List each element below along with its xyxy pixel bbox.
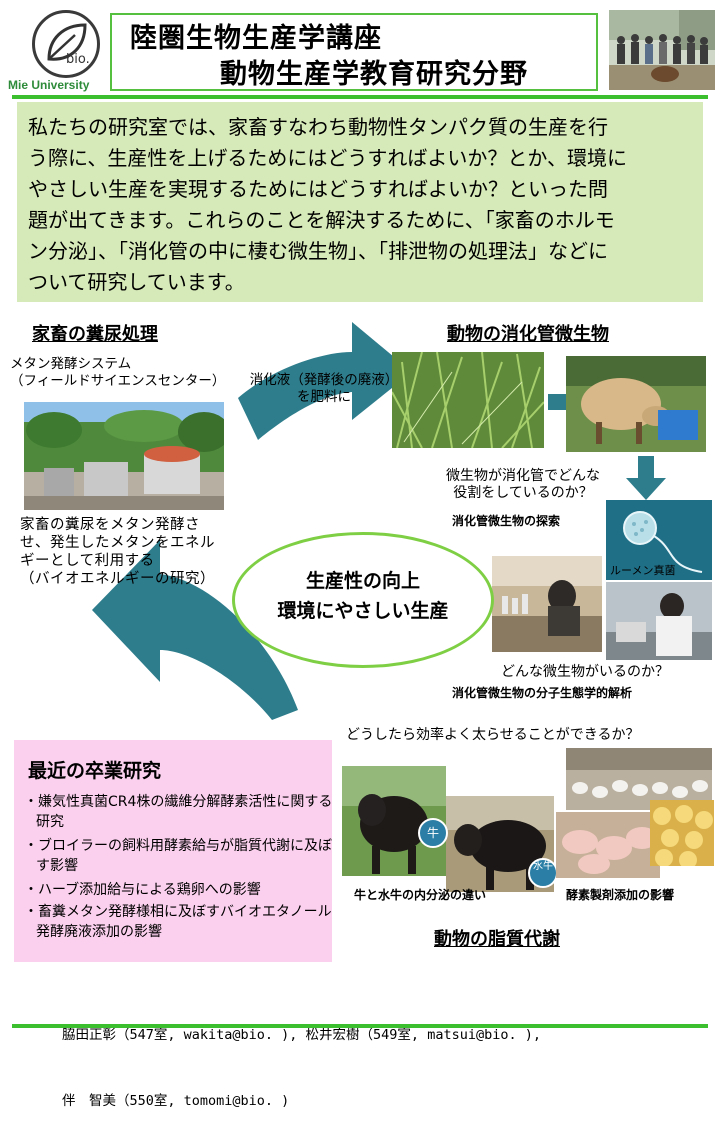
lab-photo-1 bbox=[492, 556, 602, 652]
intro-line: やさしい生産を実現するためにはどうすればよいか？といった問 bbox=[28, 177, 608, 201]
digestate-label: 消化液（発酵後の廃液） を肥料に bbox=[249, 372, 399, 405]
intro-line: ついて研究しています。 bbox=[28, 270, 245, 294]
heading-lipid-metabolism: 動物の脂質代謝 bbox=[434, 929, 560, 950]
logo-text: bio. bbox=[66, 52, 90, 67]
leaf-icon bbox=[47, 23, 87, 61]
authors: 脇田正彰（547室, wakita@bio. ), 松井宏樹（549室, mat… bbox=[62, 980, 541, 1134]
intro-line: 私たちの研究室では、家畜すなわち動物性タンパク質の生産を行 bbox=[28, 115, 608, 139]
page-title-line2: 動物生産学教育研究分野 bbox=[220, 59, 528, 90]
recent-research-title: 最近の卒業研究 bbox=[28, 760, 162, 782]
lab-photo-2 bbox=[606, 582, 712, 660]
heading-manure: 家畜の糞尿処理 bbox=[32, 324, 158, 345]
group-photo bbox=[609, 10, 715, 90]
page-title-line1: 陸圏生物生産学講座 bbox=[130, 23, 382, 54]
heading-gut-microbes: 動物の消化管微生物 bbox=[447, 324, 609, 345]
rumen-fungus-label: ルーメン真菌 bbox=[610, 564, 676, 577]
intro-line: う際に、生産性を上げるためにはどうすればよいか？とか、環境に bbox=[28, 146, 627, 170]
fattening-question: どうしたら効率よく太らせることができるか？ bbox=[346, 727, 640, 743]
recent-research-box bbox=[14, 740, 332, 962]
pigs-photo bbox=[556, 812, 660, 878]
center-productivity: 生産性の向上 bbox=[305, 570, 420, 592]
buffalo-tag: 水牛 bbox=[528, 858, 558, 888]
manure-description: 家畜の糞尿をメタン発酵さ せ、発生したメタンをエネル ギーとして利用する （バイ… bbox=[20, 517, 215, 587]
microbe-search-title: 消化管微生物の探索 bbox=[452, 514, 561, 528]
recent-research-item: ・嫌気性真菌CR4株の繊維分解酵素活性に関する研究 bbox=[24, 794, 333, 830]
title-box bbox=[110, 13, 598, 91]
center-eco-production: 環境にやさしい生産 bbox=[277, 600, 449, 622]
arrow-to-manure bbox=[92, 540, 298, 720]
grass-photo bbox=[392, 352, 544, 448]
arrow-to-gut bbox=[238, 322, 412, 440]
cow-tag: 牛 bbox=[418, 818, 448, 848]
which-microbes-question: どんな微生物がいるのか？ bbox=[501, 664, 669, 680]
recent-research-item: ・ハーブ添加給与による鶏卵への影響 bbox=[24, 882, 261, 898]
university-name: Mie University bbox=[8, 78, 90, 92]
center-ellipse bbox=[232, 532, 494, 668]
recent-research-item: ・畜糞メタン発酵様相に及ぼすバイオエタノール発酵廃液添加の影響 bbox=[24, 904, 332, 940]
cow-buffalo-caption: 牛と水牛の内分泌の違い bbox=[354, 888, 487, 902]
intro-box bbox=[17, 102, 703, 302]
authors-line: 伴 智美（550室, tomomi@bio. ) bbox=[62, 1093, 290, 1109]
rumen-fungus-photo bbox=[606, 500, 712, 580]
methane-system-label: メタン発酵システム （フィールドサイエンスセンター） bbox=[10, 356, 226, 389]
arrow-small-down bbox=[626, 456, 666, 500]
footer-divider bbox=[12, 1024, 708, 1028]
authors-line: 脇田正彰（547室, wakita@bio. ), 松井宏樹（549室, mat… bbox=[62, 1027, 541, 1043]
intro-line: 題が出てきます。これらのことを解決するために、「家畜のホルモ bbox=[28, 208, 615, 232]
microbe-role-question: 微生物が消化管でどんな 役割をしているのか？ bbox=[446, 468, 600, 501]
poultry-farm-photo bbox=[566, 748, 712, 810]
intro-line: ン分泌」、「消化管の中に棲む微生物」、「排泄物の処理法」などに bbox=[28, 239, 608, 263]
sheep-photo bbox=[566, 356, 706, 452]
header-divider bbox=[12, 95, 708, 99]
recent-research-item: ・ブロイラーの飼料用酵素給与が脂質代謝に及ぼす影響 bbox=[24, 838, 332, 874]
molecular-ecology-title: 消化管微生物の分子生態学的解析 bbox=[452, 686, 633, 700]
intro-text: 私たちの研究室では、家畜すなわち動物性タンパク質の生産を行 う際に、生産性を上げ… bbox=[28, 112, 696, 298]
methane-plant-photo bbox=[24, 402, 224, 510]
chicks-photo bbox=[650, 800, 714, 866]
enzyme-caption: 酵素製剤添加の影響 bbox=[566, 888, 675, 902]
logo-emblem bbox=[32, 10, 100, 78]
